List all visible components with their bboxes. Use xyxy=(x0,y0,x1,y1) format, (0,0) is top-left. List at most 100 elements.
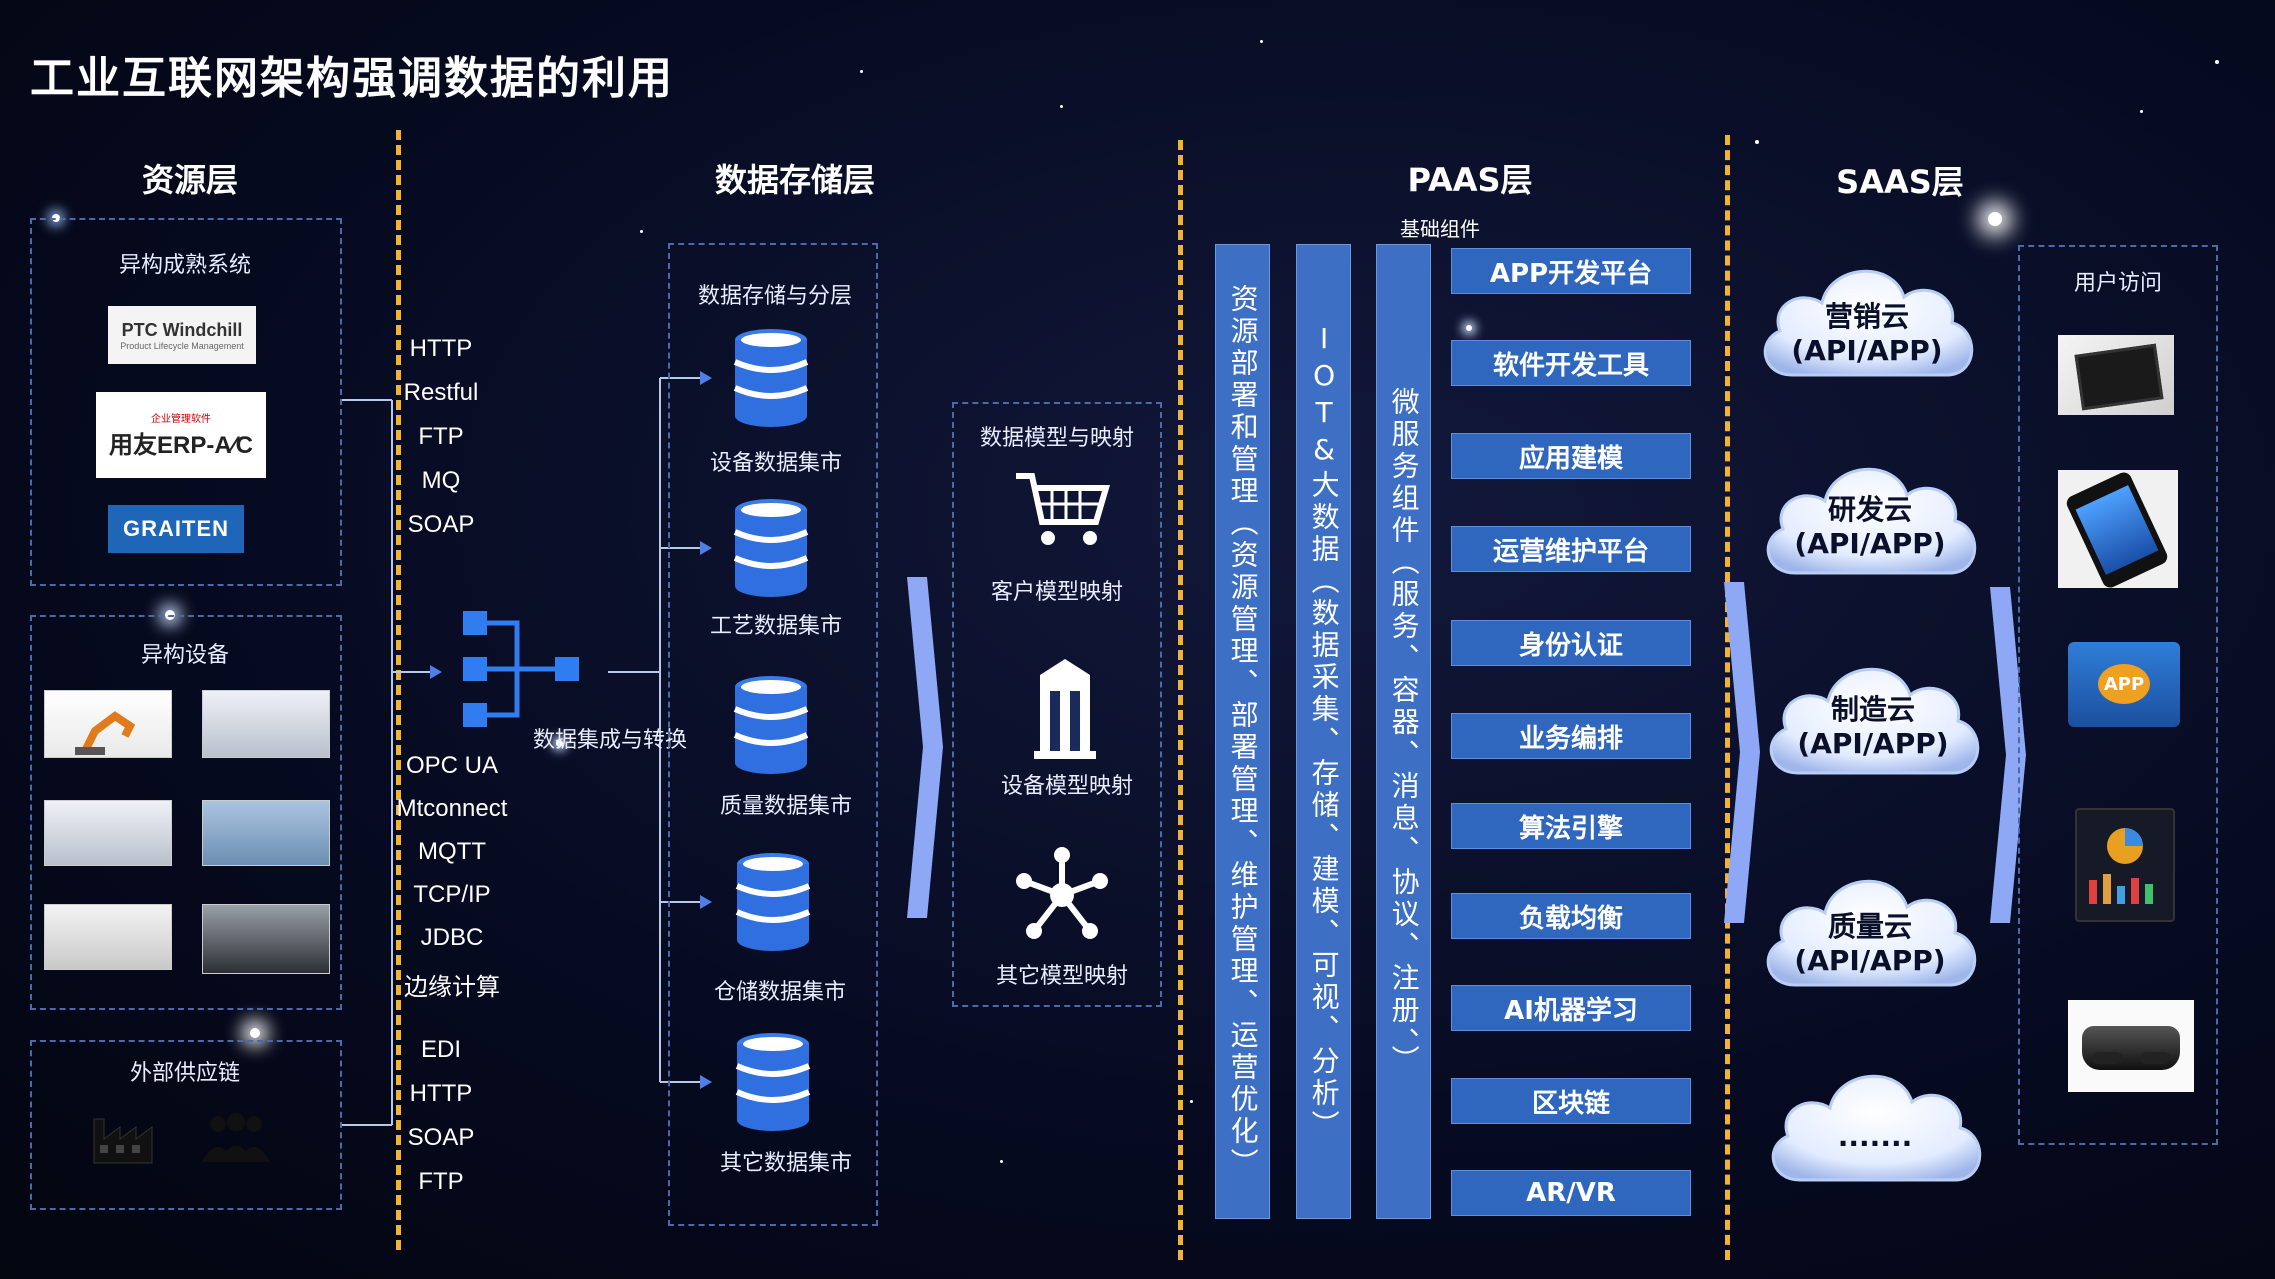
paas-iot-text: IOT&大数据（数据采集、存储、建模、可视、分析） xyxy=(1307,321,1341,1142)
data-integration-label: 数据集成与转换 xyxy=(532,728,687,753)
cloud-api: (API/APP) xyxy=(1797,726,1949,760)
component-app-platform: APP开发平台 xyxy=(1451,248,1691,294)
cloud-name: 质量云 xyxy=(1827,910,1912,943)
separator-2 xyxy=(1178,140,1183,1260)
component-blockchain: 区块链 xyxy=(1451,1078,1691,1124)
protocol-item: FTP xyxy=(418,423,464,450)
component-load-balancing: 负载均衡 xyxy=(1451,893,1691,939)
cloud-more-label: ....... xyxy=(1760,1120,1990,1154)
hetero-systems-label: 异构成熟系统 xyxy=(118,253,251,278)
layer-title-saas: SAAS层 xyxy=(1836,163,1964,201)
factory-icon xyxy=(93,1118,153,1164)
people-group-icon xyxy=(202,1113,270,1162)
protocol-item: OPC UA xyxy=(405,752,498,779)
app-store-icon: APP xyxy=(2068,642,2180,727)
protocol-item: JDBC xyxy=(420,924,484,951)
ptc-logo-sub: Product Lifecycle Management xyxy=(120,340,244,351)
flow-chevron xyxy=(1990,587,2026,923)
cloud-api: (API/APP) xyxy=(1794,943,1946,977)
production-line-image xyxy=(44,904,172,970)
component-ops-platform: 运营维护平台 xyxy=(1451,526,1691,572)
database-icon xyxy=(735,852,811,952)
cloud-quality-label: 质量云 (API/APP) xyxy=(1755,910,1985,977)
protocol-item: MQ xyxy=(421,467,461,494)
database-icon xyxy=(733,675,809,775)
database-icon xyxy=(735,1032,811,1132)
erp-logo-top: 企业管理软件 xyxy=(151,414,211,425)
data-mart-label: 设备数据集市 xyxy=(709,451,842,476)
component-app-modeling: 应用建模 xyxy=(1451,433,1691,479)
component-dev-tools: 软件开发工具 xyxy=(1451,340,1691,386)
mapping-box xyxy=(952,402,1162,1007)
supply-chain-label: 外部供应链 xyxy=(129,1061,240,1086)
graiten-logo-text: GRAITEN xyxy=(123,516,229,541)
component-business-orchestration: 业务编排 xyxy=(1451,713,1691,759)
hetero-devices-box xyxy=(30,615,342,1010)
cloud-name: 营销云 xyxy=(1824,300,1909,333)
hetero-devices-label: 异构设备 xyxy=(140,643,229,668)
protocol-item: Restful xyxy=(403,379,479,406)
database-icon xyxy=(733,498,809,598)
vr-headset-image xyxy=(2068,1000,2194,1092)
cloud-name: ....... xyxy=(1837,1120,1913,1153)
database-icon xyxy=(733,328,809,428)
data-mart-label: 其它数据集市 xyxy=(719,1151,852,1176)
cloud-marketing-label: 营销云 (API/APP) xyxy=(1752,300,1982,367)
protocol-group-1: HTTP Restful FTP MQ SOAP xyxy=(396,335,486,555)
protocol-group-2: OPC UA Mtconnect MQTT TCP/IP JDBC 边缘计算 xyxy=(392,752,512,1010)
flow-chevron xyxy=(907,577,943,918)
data-mart-label: 工艺数据集市 xyxy=(709,614,842,639)
layer-title-paas: PAAS层 xyxy=(1407,161,1533,199)
protocol-item: SOAP xyxy=(407,511,475,538)
hetero-systems-box xyxy=(30,218,342,586)
separator-3 xyxy=(1725,135,1730,1260)
cloud-api: (API/APP) xyxy=(1794,526,1946,560)
data-mart-label: 仓储数据集市 xyxy=(713,980,846,1005)
data-mart-label: 质量数据集市 xyxy=(719,794,852,819)
touch-panel-image xyxy=(202,800,330,866)
mapping-label: 设备模型映射 xyxy=(1000,774,1133,799)
smartphone-image xyxy=(2058,469,2178,591)
mapping-header: 数据模型与映射 xyxy=(979,426,1134,451)
cnc-machine-image xyxy=(202,690,330,758)
component-ai-ml: AI机器学习 xyxy=(1451,985,1691,1031)
printer-machine-image xyxy=(202,904,330,974)
paas-iot-column: IOT&大数据（数据采集、存储、建模、可视、分析） xyxy=(1296,244,1351,1219)
agv-image xyxy=(44,800,172,866)
erp-logo-text: 用友ERP-A∕C xyxy=(108,432,253,459)
protocol-item: SOAP xyxy=(407,1124,475,1151)
layer-title-storage: 数据存储层 xyxy=(714,161,875,199)
robot-arm-image xyxy=(44,690,172,758)
protocol-item: TCP/IP xyxy=(413,881,491,908)
paas-resource-text: 资源部署和管理（资源管理、部署管理、维护管理、运营优化） xyxy=(1226,283,1260,1180)
paas-resource-column: 资源部署和管理（资源管理、部署管理、维护管理、运营优化） xyxy=(1215,244,1270,1219)
component-algorithm-engine: 算法引擎 xyxy=(1451,803,1691,849)
mapping-label: 其它模型映射 xyxy=(995,964,1128,989)
dashboard-tablet-image xyxy=(2075,808,2175,922)
mapping-label: 客户模型映射 xyxy=(990,580,1123,605)
protocol-item: Mtconnect xyxy=(396,795,508,822)
tablet-image xyxy=(2058,335,2174,415)
protocol-item: 边缘计算 xyxy=(404,973,500,1001)
cart-icon xyxy=(1016,473,1111,545)
page-title: 工业互联网架构强调数据的利用 xyxy=(30,53,674,104)
component-ar-vr: AR/VR xyxy=(1451,1170,1691,1216)
cloud-name: 研发云 xyxy=(1827,493,1912,526)
layer-title-resource: 资源层 xyxy=(141,161,238,199)
protocol-item: MQTT xyxy=(418,838,486,865)
separator-1 xyxy=(396,130,401,1250)
protocol-item: HTTP xyxy=(409,1080,473,1107)
component-identity-auth: 身份认证 xyxy=(1451,620,1691,666)
protocol-item: HTTP xyxy=(409,335,473,362)
cloud-manufacturing-label: 制造云 (API/APP) xyxy=(1758,693,1988,760)
app-icon-label: APP xyxy=(2098,664,2150,704)
ptc-windchill-logo: PTC Windchill Product Lifecycle Manageme… xyxy=(108,306,256,364)
user-access-header: 用户访问 xyxy=(2073,271,2162,296)
cloud-name: 制造云 xyxy=(1830,693,1915,726)
base-component-label: 基础组件 xyxy=(1400,217,1480,241)
paas-microservice-text: 微服务组件（服务、容器、消息、协议、注册、） xyxy=(1387,386,1421,1077)
data-integration-icon xyxy=(463,611,579,727)
cloud-rnd-label: 研发云 (API/APP) xyxy=(1755,493,1985,560)
flow-chevron xyxy=(1724,582,1760,923)
